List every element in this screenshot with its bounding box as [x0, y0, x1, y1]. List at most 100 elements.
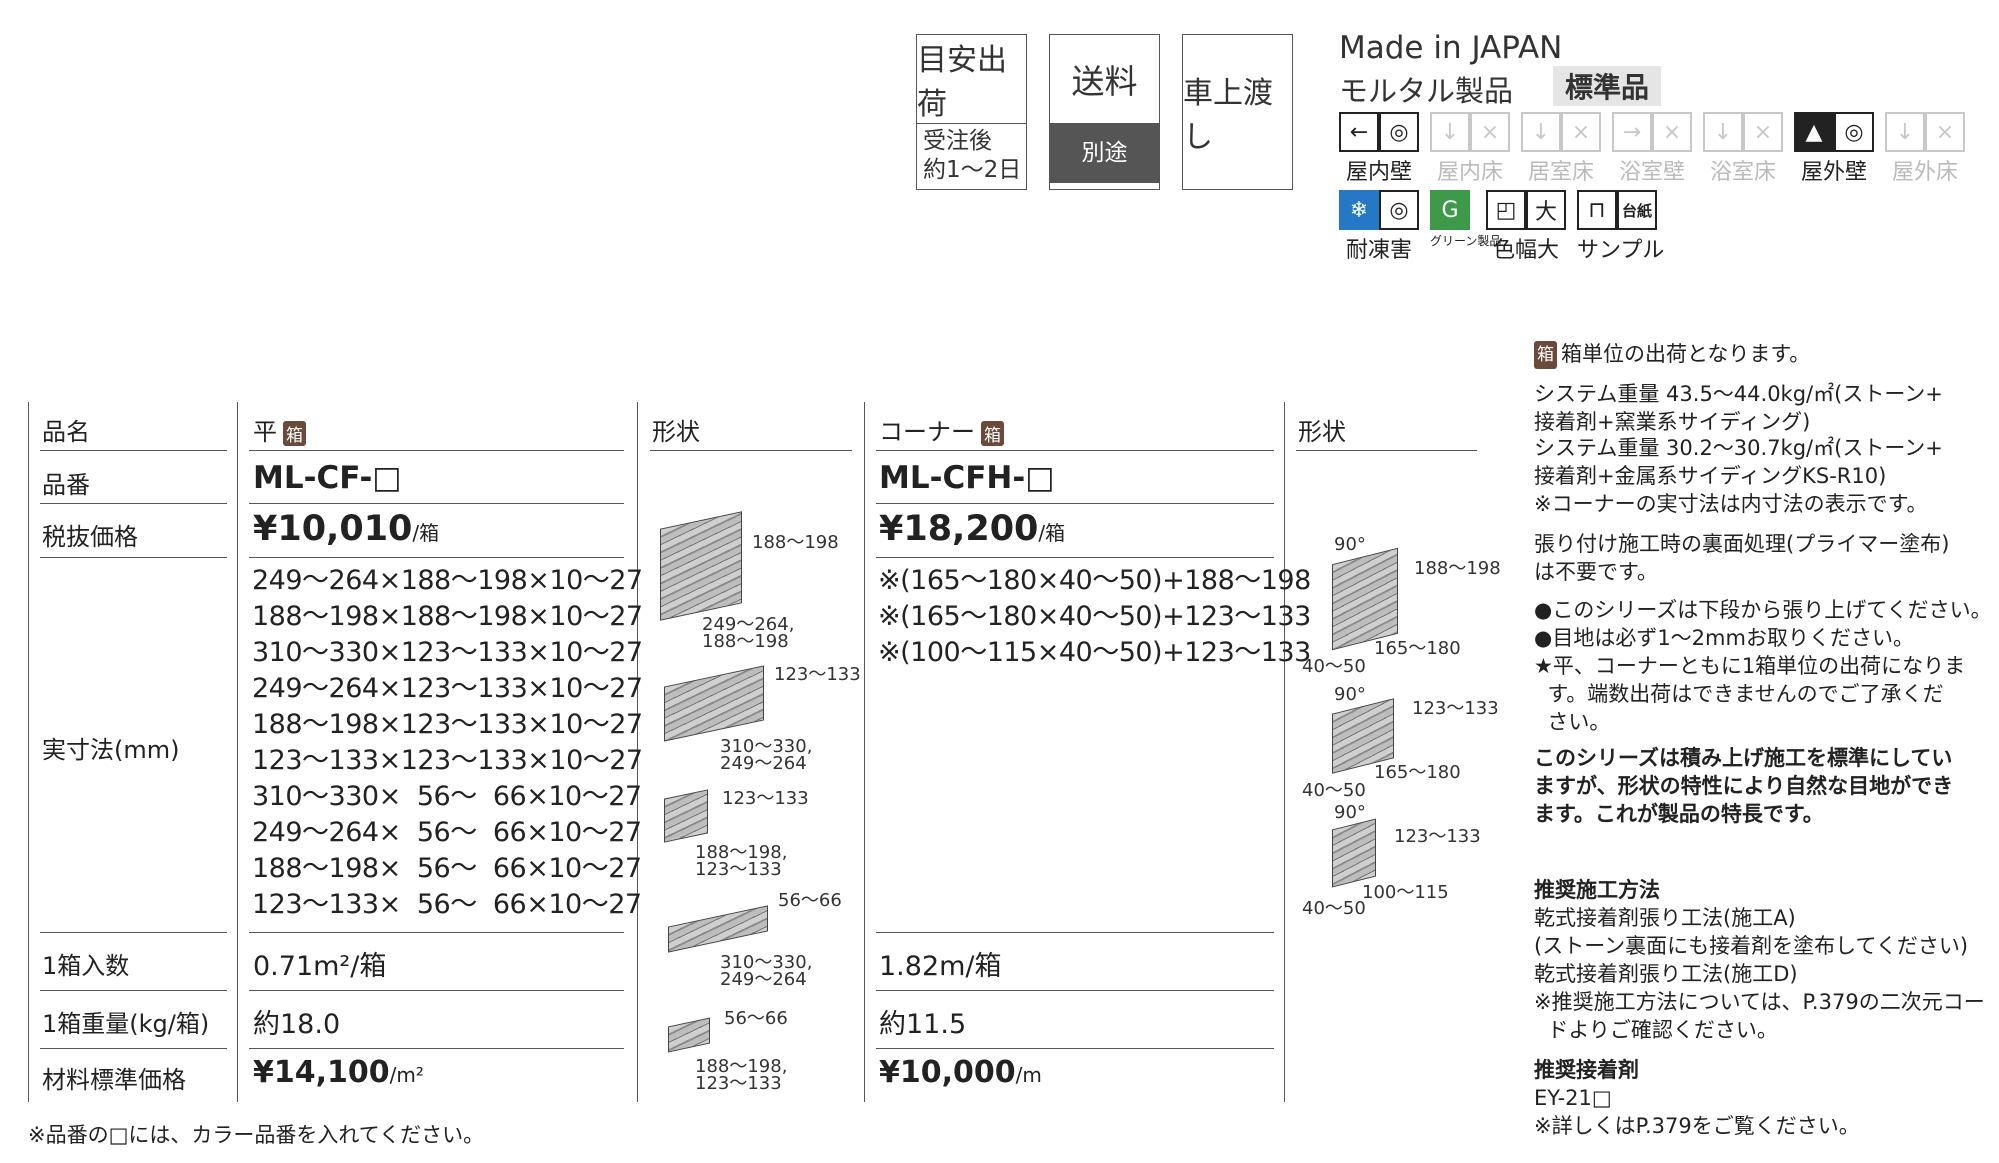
row-label-price: 税抜価格	[42, 523, 138, 551]
adhesive-title: 推奨接着剤	[1534, 1058, 1639, 1082]
shipping-guide-sub: 受注後 約1〜2日	[917, 123, 1026, 188]
feature-icon-frost-resistance: ❄◎ 耐凍害	[1339, 190, 1419, 264]
usage-icon-label: 居室床	[1527, 160, 1594, 185]
living-floor-icon: ↓	[1521, 112, 1561, 152]
corner-shape-1-width: 165〜180	[1374, 638, 1461, 659]
usage-icon-outdoor-floor: ↓× 屋外床	[1885, 112, 1965, 186]
corner-shape-1-image	[1332, 547, 1398, 651]
flat-material-price: ¥14,100/m²	[253, 1055, 424, 1090]
flat-shape-1-image	[660, 511, 742, 621]
flat-shape-1-height: 188〜198	[752, 532, 839, 553]
corner-material-price: ¥10,000/m	[879, 1055, 1042, 1090]
box-unit-note: 箱箱単位の出荷となります。	[1534, 340, 1810, 369]
row-label-code: 品番	[42, 471, 90, 499]
flat-price: ¥10,010/箱	[253, 509, 440, 549]
flat-shape-5-height: 56〜66	[724, 1008, 788, 1029]
system-weight-2: システム重量 30.2〜30.7kg/㎡(ストーン+ 接着剤+金属系サイディング…	[1534, 436, 1943, 488]
shipping-fee-title: 送料	[1071, 62, 1138, 101]
sample-icon: 台紙	[1617, 190, 1657, 230]
corner-shape-3-width: 100〜115	[1362, 882, 1449, 903]
flat-shape-3-height: 123〜133	[722, 788, 809, 809]
adhesive-body: EY-21□ ※詳しくはP.379をご覧ください。	[1534, 1086, 1860, 1138]
corner-shape-header: 形状	[1298, 418, 1346, 446]
flat-code: ML-CF-□	[253, 460, 402, 496]
flat-shape-2-height: 123〜133	[774, 664, 861, 685]
feature-icon-sample: ⊓台紙サンプル	[1577, 190, 1665, 264]
feature-icon-label: グリーン製品	[1430, 234, 1502, 248]
cross-icon: ×	[1652, 112, 1692, 152]
flat-dimensions: 249〜264×188〜198×10〜27 188〜198×188〜198×10…	[252, 565, 643, 920]
corner-shape-3-angle: 90°	[1334, 802, 1366, 823]
shipping-guide-badge: 目安出荷 受注後 約1〜2日	[916, 34, 1027, 190]
usage-icon-label: 屋内床	[1436, 160, 1503, 185]
frost-resistance-icon: ❄	[1339, 190, 1379, 230]
corner-shape-2-width: 165〜180	[1374, 762, 1461, 783]
flat-shape-5-image	[668, 1017, 710, 1053]
box-mark-icon: 箱	[283, 420, 306, 446]
primer-note: 張り付け施工時の裏面処理(プライマー塗布) は不要です。	[1534, 532, 1950, 584]
outdoor-floor-icon: ↓	[1885, 112, 1925, 152]
corner-code: ML-CFH-□	[879, 460, 1055, 496]
truck-delivery-badge: 車上渡し	[1182, 34, 1293, 190]
method-body: 乾式接着剤張り工法(施工A) (ストーン裏面にも接着剤を塗布してください) 乾式…	[1534, 906, 1985, 1042]
cross-icon: ×	[1561, 112, 1601, 152]
usage-icon-indoor-wall: ←◎屋内壁	[1339, 112, 1419, 186]
corner-shape-1-height: 188〜198	[1414, 558, 1501, 579]
box-mark-icon: 箱	[1534, 341, 1557, 369]
color-range-icon: 大	[1526, 190, 1566, 230]
row-label-weight: 1箱重量(kg/箱)	[42, 1010, 210, 1038]
cross-icon: ×	[1470, 112, 1510, 152]
flat-shape-3-width: 188〜198, 123〜133	[695, 842, 788, 880]
footnote: ※品番の□には、カラー品番を入れてください。	[28, 1123, 485, 1147]
usage-icon-label: 浴室壁	[1618, 160, 1685, 185]
cross-icon: ×	[1925, 112, 1965, 152]
corner-shape-3-depth: 40〜50	[1302, 898, 1366, 919]
flat-name: 平箱	[253, 412, 306, 447]
usage-icon-living-floor: ↓× 居室床	[1521, 112, 1601, 186]
frost-resistance-icon: ◎	[1379, 190, 1419, 230]
box-mark-icon: 箱	[981, 420, 1004, 446]
usage-icon-label: 屋外壁	[1800, 160, 1867, 185]
feature-icon-label: 色幅大	[1492, 238, 1559, 263]
usage-icon-bath-floor: ↓×浴室床	[1703, 112, 1783, 186]
usage-icon-bath-wall: →× 浴室壁	[1612, 112, 1692, 186]
feature-icon-label: サンプル	[1577, 238, 1665, 263]
usage-icon-label: 屋内壁	[1345, 160, 1412, 185]
flat-shape-5-width: 188〜198, 123〜133	[695, 1056, 788, 1094]
flat-shape-4-height: 56〜66	[778, 890, 842, 911]
shipping-guide-title: 目安出荷	[917, 43, 1007, 122]
corner-weight: 約11.5	[879, 1009, 967, 1040]
corner-shape-2-height: 123〜133	[1412, 698, 1499, 719]
usage-icon-outdoor-wall: ▲◎屋外壁	[1794, 112, 1874, 186]
flat-shape-4-width: 310〜330, 249〜264	[720, 952, 813, 990]
bath-wall-icon: →	[1612, 112, 1652, 152]
corner-shape-3-image	[1332, 818, 1376, 888]
usage-icon-label: 浴室床	[1709, 160, 1776, 185]
double-circle-icon: ◎	[1379, 112, 1419, 152]
flat-shape-3-image	[664, 789, 708, 843]
shipping-fee-sub: 別途	[1050, 123, 1159, 183]
row-label-per-box: 1箱入数	[42, 952, 130, 980]
flat-shape-1-width: 249〜264, 188〜198	[702, 614, 795, 652]
standard-badge: 標準品	[1553, 66, 1662, 106]
bath-floor-icon: ↓	[1703, 112, 1743, 152]
row-label-material-price: 材料標準価格	[42, 1066, 186, 1094]
corner-note: ※コーナーの実寸法は内寸法の表示です。	[1534, 492, 1928, 516]
corner-shape-1-depth: 40〜50	[1302, 656, 1366, 677]
color-range-icon: ◰	[1486, 190, 1526, 230]
feature-icon-label: 耐凍害	[1345, 238, 1412, 263]
usage-icon-label: 屋外床	[1891, 160, 1958, 185]
corner-shape-2-angle: 90°	[1334, 684, 1366, 705]
corner-price: ¥18,200/箱	[879, 509, 1066, 549]
corner-shape-3-height: 123〜133	[1394, 826, 1481, 847]
flat-shape-4-image	[668, 905, 768, 953]
row-label-dimensions: 実寸法(mm)	[42, 736, 180, 764]
corner-shape-2-depth: 40〜50	[1302, 780, 1366, 801]
flat-weight: 約18.0	[253, 1009, 341, 1040]
flat-shape-2-image	[664, 665, 764, 742]
usage-icon-indoor-floor: ↓×屋内床	[1430, 112, 1510, 186]
flat-shape-2-width: 310〜330, 249〜264	[720, 736, 813, 774]
corner-shape-1-angle: 90°	[1334, 534, 1366, 555]
corner-dimensions: ※(165〜180×40〜50)+188〜198 ※(165〜180×40〜50…	[878, 565, 1311, 668]
